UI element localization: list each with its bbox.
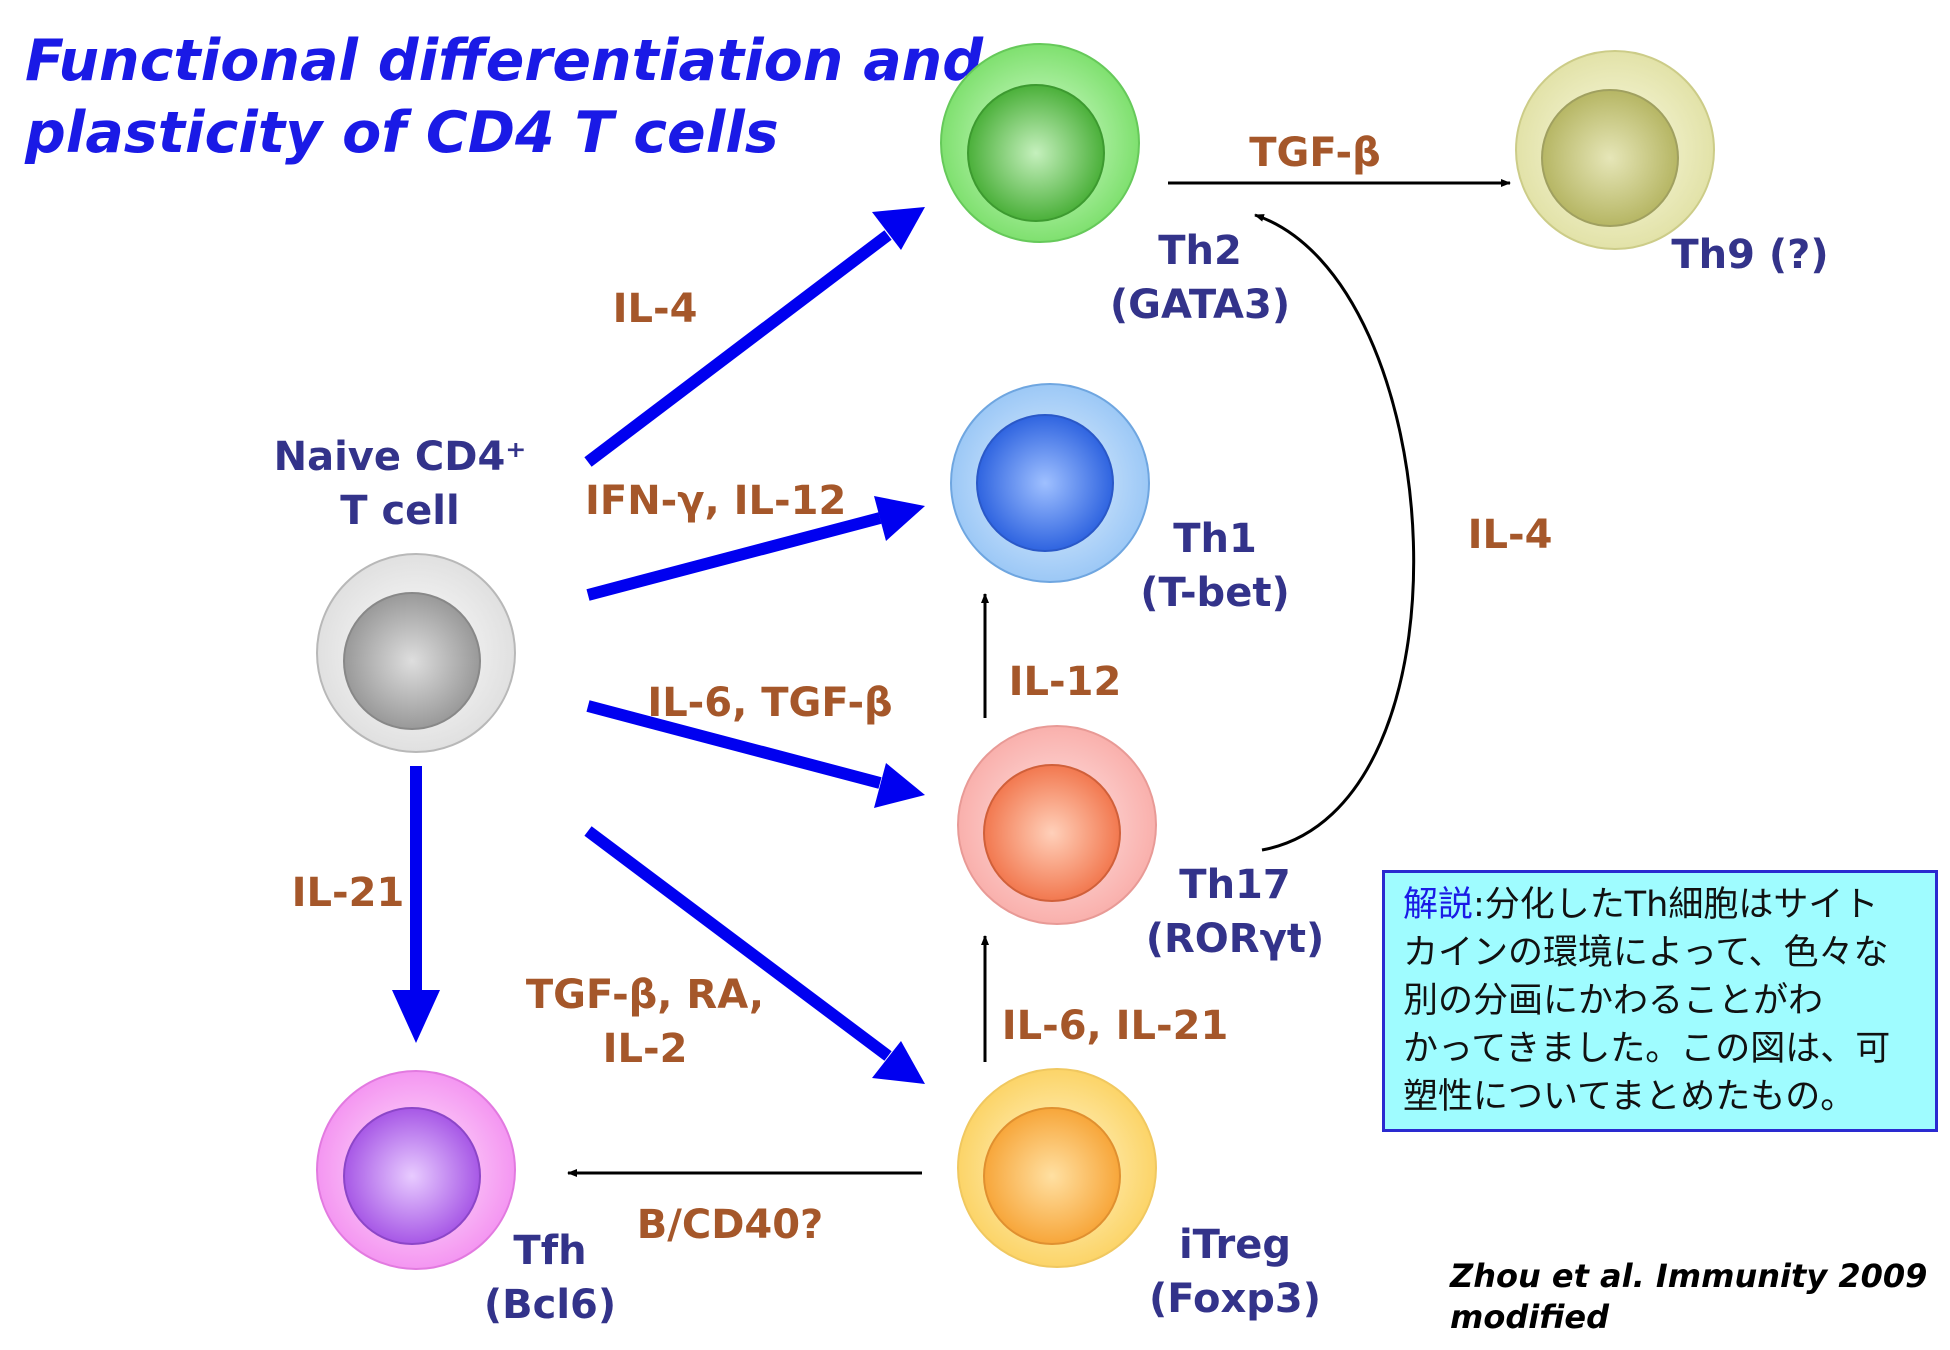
title-line-2: plasticity of CD4 T cells: [25, 100, 779, 166]
label-itreg: iTreg (Foxp3): [1130, 1218, 1340, 1326]
label-itreg-line1: iTreg: [1178, 1222, 1292, 1268]
note-line-1: 解説:分化したTh細胞はサイト: [1403, 881, 1923, 929]
label-tfh: Tfh (Bcl6): [470, 1224, 630, 1332]
label-th17-line2: (RORγt): [1145, 916, 1325, 962]
arrow-naive-to-itreg: [584, 826, 925, 1084]
cell-th9: [1515, 50, 1715, 250]
page-title: Functional differentiation and plasticit…: [25, 25, 983, 169]
arrow-naive-to-th1: [586, 496, 925, 601]
label-naive-line1: Naive CD4⁺: [273, 434, 527, 480]
cytokine-to-itreg-line1: TGF-β, RA,: [525, 972, 765, 1018]
label-th17: Th17 (RORγt): [1130, 858, 1340, 966]
cytokine-itreg-to-th17: IL-6, IL-21: [1001, 1003, 1229, 1049]
title-line-1: Functional differentiation and: [25, 28, 984, 94]
cytokine-to-itreg-line2: IL-2: [602, 1026, 688, 1072]
cell-th2: [940, 43, 1140, 243]
cytokine-th17-to-th2: IL-4: [1467, 512, 1553, 558]
cytokine-th17-to-th1: IL-12: [1008, 659, 1122, 705]
cell-tfh: [316, 1070, 516, 1270]
cytokine-to-th1: IFN-γ, IL-12: [585, 478, 847, 524]
cytokine-to-tfh: IL-21: [291, 870, 405, 916]
citation-line-1: Zhou et al. Immunity 2009: [1450, 1257, 1928, 1295]
label-th1: Th1 (T-bet): [1120, 512, 1310, 620]
label-tfh-line1: Tfh: [513, 1228, 587, 1274]
cell-itreg: [957, 1068, 1157, 1268]
citation-line-2: modified: [1450, 1298, 1609, 1336]
label-th2: Th2 (GATA3): [1080, 224, 1320, 332]
label-th17-line1: Th17: [1179, 862, 1291, 908]
arrow-naive-to-th2: [584, 207, 925, 467]
label-th9-line1: Th9 (?): [1671, 232, 1829, 278]
cytokine-to-th17: IL-6, TGF-β: [647, 680, 893, 726]
label-itreg-line2: (Foxp3): [1148, 1276, 1321, 1322]
note-line-2: カインの環境によって、色々な: [1403, 933, 1889, 973]
cytokine-th2-to-th9: TGF-β: [1249, 130, 1381, 176]
label-naive: Naive CD4⁺ T cell: [250, 430, 550, 538]
cytokine-to-th2: IL-4: [612, 286, 698, 332]
label-naive-line2: T cell: [340, 488, 460, 534]
label-th2-line1: Th2: [1158, 228, 1242, 274]
note-line-5: 塑性についてまとめたもの。: [1403, 1077, 1856, 1117]
cell-th1: [950, 383, 1150, 583]
arrow-naive-to-th17: [586, 700, 925, 808]
label-th1-line2: (T-bet): [1140, 570, 1290, 616]
citation: Zhou et al. Immunity 2009 modified: [1450, 1256, 1927, 1338]
cell-th17: [957, 725, 1157, 925]
note-line-1-text: :分化したTh細胞はサイト: [1473, 885, 1879, 925]
label-th9: Th9 (?): [1660, 228, 1840, 282]
arrow-th17-to-th2: [1254, 213, 1416, 852]
explanation-note: 解説:分化したTh細胞はサイト カインの環境によって、色々な 別の分画にかわるこ…: [1382, 870, 1938, 1132]
note-keyword: 解説: [1403, 885, 1474, 925]
label-tfh-line2: (Bcl6): [483, 1282, 617, 1328]
label-th1-line1: Th1: [1173, 516, 1257, 562]
arrow-naive-to-tfh: [392, 766, 440, 1043]
label-th2-line2: (GATA3): [1109, 282, 1291, 328]
cell-naive: [316, 553, 516, 753]
cytokine-to-itreg: TGF-β, RA, IL-2: [515, 968, 775, 1076]
cytokine-itreg-to-tfh: B/CD40?: [636, 1202, 824, 1248]
note-line-4: かってきました。この図は、可: [1403, 1029, 1891, 1069]
note-line-3: 別の分画にかわることがわ: [1403, 981, 1824, 1021]
